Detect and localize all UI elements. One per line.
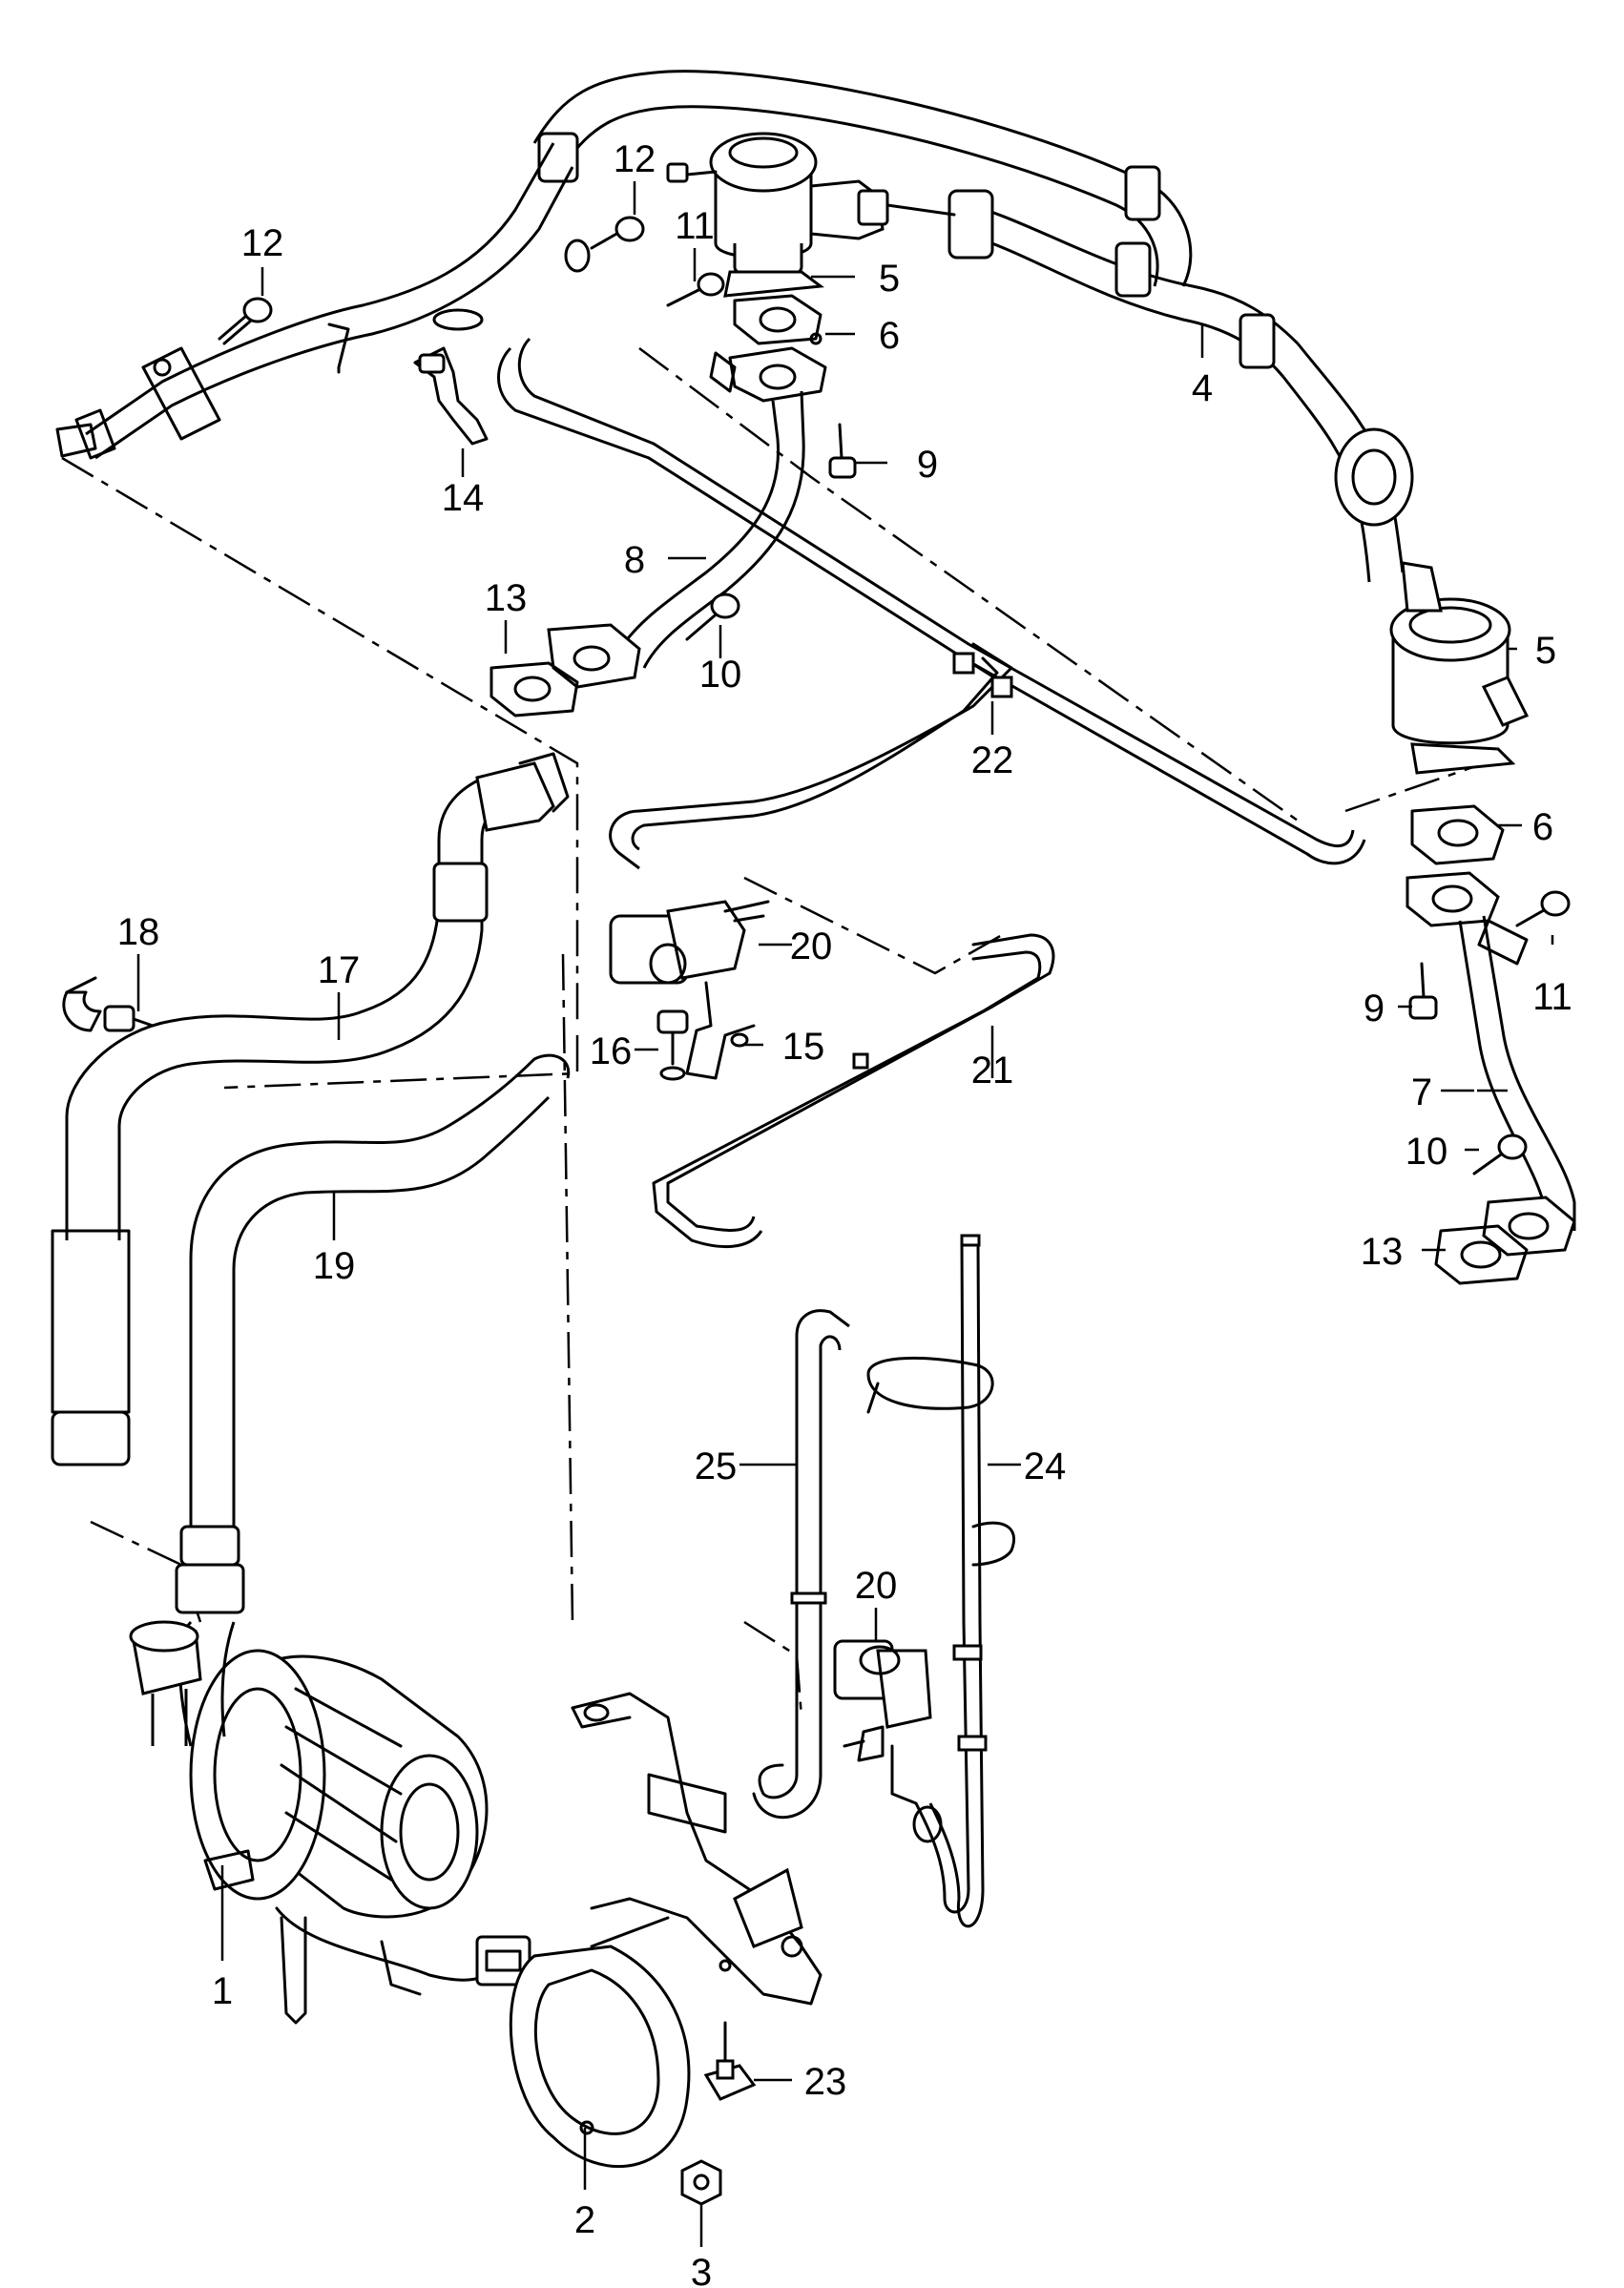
- hose-clamp: [1114, 241, 1152, 298]
- injection-fitting: [74, 408, 116, 460]
- bolt: [1472, 1134, 1528, 1175]
- callout-10-upper: 10: [699, 654, 742, 696]
- callout-20-lower: 20: [855, 1565, 898, 1607]
- callout-6-upper: 6: [879, 315, 900, 357]
- callout-9-upper: 9: [917, 444, 938, 486]
- bracket: [413, 346, 489, 446]
- callout-6-lower: 6: [1532, 806, 1553, 848]
- hose-clamp: [1124, 165, 1161, 221]
- solenoid-valve-upper: [609, 900, 770, 1080]
- callout-14: 14: [442, 477, 485, 519]
- callout-15: 15: [782, 1026, 825, 1068]
- gasket: [1410, 804, 1505, 865]
- callout-2: 2: [574, 2199, 595, 2241]
- callout-12-left: 12: [241, 222, 284, 264]
- bolt: [703, 2021, 757, 2101]
- bolt: [1408, 962, 1438, 1020]
- callout-labels: 1 2 3 4 5 5 6 6 7 8 9 9 10 10 11 11 12 1…: [117, 138, 1572, 2288]
- solenoid-valve-lower: [833, 1639, 961, 1900]
- callout-25: 25: [695, 1446, 738, 1487]
- left-tube: [55, 142, 574, 460]
- reference-lines: [61, 347, 1499, 1718]
- callout-17: 17: [318, 949, 361, 991]
- secondary-air-pump: [129, 1620, 531, 2025]
- leader-lines: [136, 181, 1554, 2247]
- tube-bracket: [141, 346, 221, 441]
- callout-3: 3: [691, 2252, 712, 2288]
- callout-5-lower: 5: [1535, 630, 1556, 672]
- combi-valve-upper: [666, 132, 956, 298]
- combi-valve-pipe: [547, 346, 827, 689]
- callout-19: 19: [313, 1245, 356, 1287]
- hose-clamp: [1239, 313, 1276, 369]
- bolt: [656, 1009, 689, 1081]
- callout-24: 24: [1024, 1446, 1067, 1487]
- callout-9-lower: 9: [1364, 988, 1385, 1030]
- air-hose-upper: [532, 70, 1414, 583]
- clip: [62, 976, 155, 1032]
- callout-10-lower: 10: [1405, 1131, 1448, 1173]
- callout-20-upper: 20: [790, 926, 833, 967]
- gasket: [733, 294, 822, 345]
- vacuum-line-25: [752, 1309, 850, 1820]
- callout-5-upper: 5: [879, 258, 900, 300]
- callout-18: 18: [117, 911, 160, 953]
- callout-22: 22: [971, 739, 1014, 781]
- callout-13-left: 13: [485, 577, 528, 619]
- bolt: [685, 593, 740, 641]
- callout-23: 23: [804, 2061, 847, 2103]
- air-hose-17: [65, 752, 570, 1240]
- callout-13-right: 13: [1361, 1231, 1404, 1273]
- callout-11-upper: 11: [675, 205, 715, 247]
- vacuum-line: [497, 337, 1366, 870]
- callout-7: 7: [1411, 1071, 1432, 1113]
- bolt: [666, 272, 725, 307]
- callout-21: 21: [971, 1050, 1014, 1092]
- pump-bracket: [509, 1692, 822, 2168]
- bolt: [828, 423, 857, 479]
- bolt: [1515, 890, 1571, 927]
- bolt: [218, 297, 273, 345]
- hose-clamp: [537, 132, 579, 183]
- nut: [680, 2159, 722, 2206]
- hose-connector-17: [51, 1229, 131, 1466]
- vacuum-line-24: [866, 1234, 1015, 1928]
- combi-valve-pipe-right: [1405, 871, 1576, 1257]
- air-hose-19: [189, 1053, 571, 1527]
- callout-8: 8: [624, 539, 645, 581]
- vacuum-line-21: [652, 933, 1055, 1249]
- hose-connector-19: [175, 1525, 245, 1614]
- callout-12-upper: 12: [614, 138, 656, 180]
- gasket: [489, 661, 579, 718]
- callout-11-lower: 11: [1532, 976, 1572, 1018]
- bolt: [564, 216, 645, 273]
- hose-connector: [947, 189, 994, 260]
- combi-valve-lower: [1389, 561, 1530, 775]
- hose-end-connector: [1334, 427, 1414, 527]
- gasket: [1434, 1224, 1529, 1285]
- callout-1: 1: [212, 1970, 233, 2012]
- callout-4: 4: [1192, 367, 1213, 409]
- callout-16: 16: [590, 1030, 633, 1072]
